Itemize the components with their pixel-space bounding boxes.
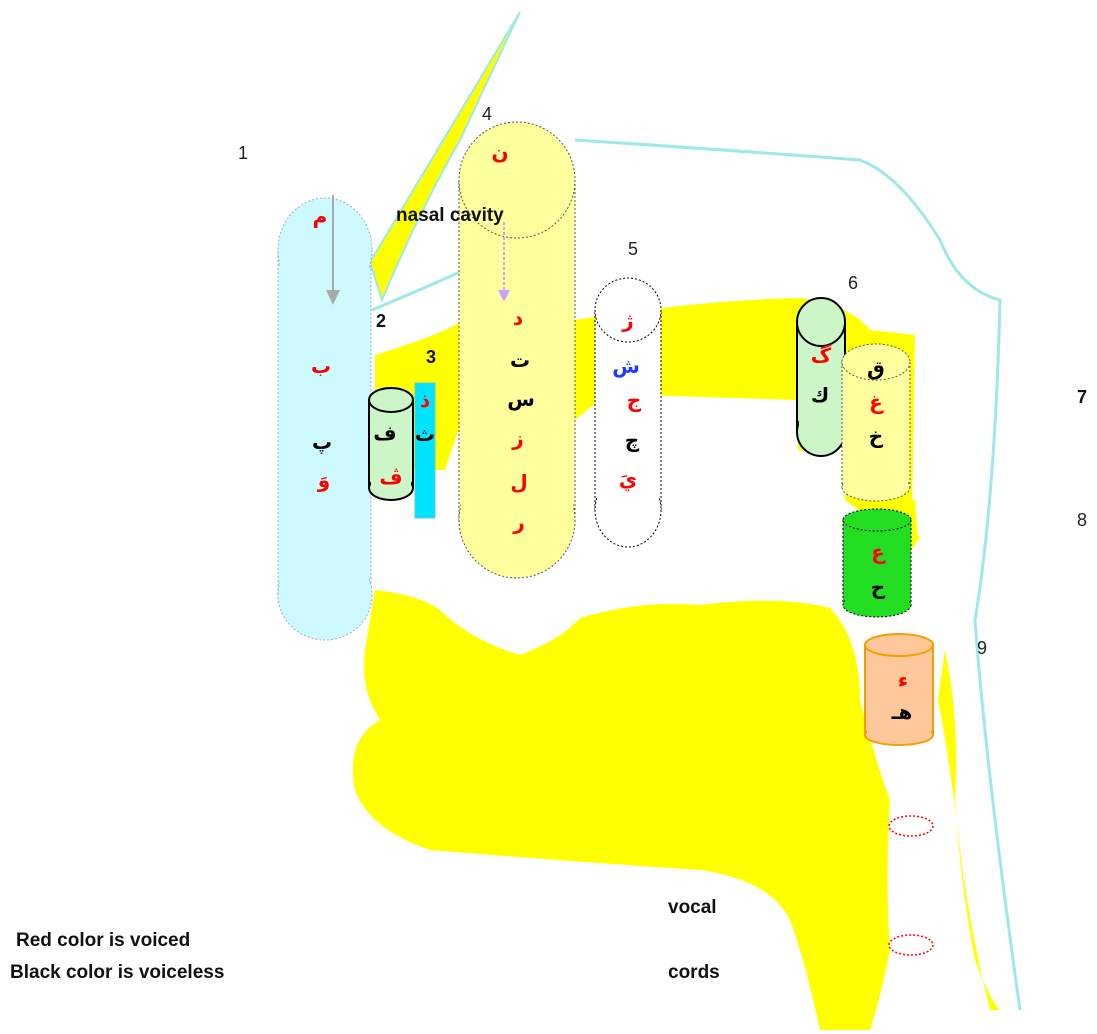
region-number-8: 8	[1077, 510, 1087, 531]
letter-noon: ن	[491, 142, 508, 162]
velar-cylinder	[797, 298, 845, 456]
letter-vaa: ڤ	[379, 467, 402, 487]
letter-paa: پ	[312, 432, 332, 452]
vocal-label: vocal	[668, 897, 717, 919]
letter-dhal: ذ	[420, 390, 430, 410]
letter-dal: د	[513, 308, 523, 328]
letter-hamza: ء	[898, 670, 908, 690]
letter-he: هـ	[892, 702, 913, 722]
letter-meem: م	[313, 206, 328, 226]
letter-ayn: ع	[871, 542, 885, 562]
region-number-6: 6	[848, 273, 858, 294]
letter-yaa: يَ	[619, 469, 637, 489]
letter-kaf: ك	[811, 385, 829, 405]
letter-faa: ف	[373, 423, 396, 443]
letter-che: چ	[625, 430, 639, 450]
lips-cylinder	[278, 195, 372, 640]
letter-thaa: ث	[415, 424, 435, 444]
letter-jeem: ج	[627, 390, 641, 410]
region-number-9: 9	[977, 638, 987, 659]
letter-baa: ب	[311, 356, 331, 376]
letter-haa: ح	[871, 577, 885, 597]
letter-raa: ر	[513, 512, 525, 532]
region-number-5: 5	[628, 239, 638, 260]
letter-zay: ز	[512, 428, 524, 448]
letter-zhe: ژ	[622, 310, 634, 330]
region-number-3: 3	[426, 347, 436, 368]
region-number-4: 4	[482, 104, 492, 125]
throat-wall	[938, 650, 1000, 1010]
letter-khaa: خ	[869, 426, 883, 446]
region-number-7: 7	[1077, 387, 1087, 408]
legend-voiceless: Black color is voiceless	[10, 962, 224, 984]
region-number-2: 2	[376, 311, 386, 332]
cords-label: cords	[668, 962, 720, 984]
letter-waw: وَ	[318, 470, 330, 490]
letter-taa: ت	[510, 350, 530, 370]
region-number-1: 1	[238, 143, 248, 164]
letter-gaf: گ	[811, 345, 831, 365]
letter-seen: س	[507, 389, 535, 409]
tongue	[353, 590, 890, 1030]
letter-qaf: ق	[867, 358, 885, 378]
letter-ghayn: غ	[869, 392, 883, 412]
letter-lam: ل	[510, 472, 527, 492]
vocal-cord-lower	[889, 935, 933, 955]
legend-voiced: Red color is voiced	[16, 930, 190, 952]
nasal-cavity-label: nasal cavity	[396, 205, 504, 227]
letter-sheen: ش	[612, 356, 640, 376]
vocal-cord-upper	[889, 816, 933, 836]
